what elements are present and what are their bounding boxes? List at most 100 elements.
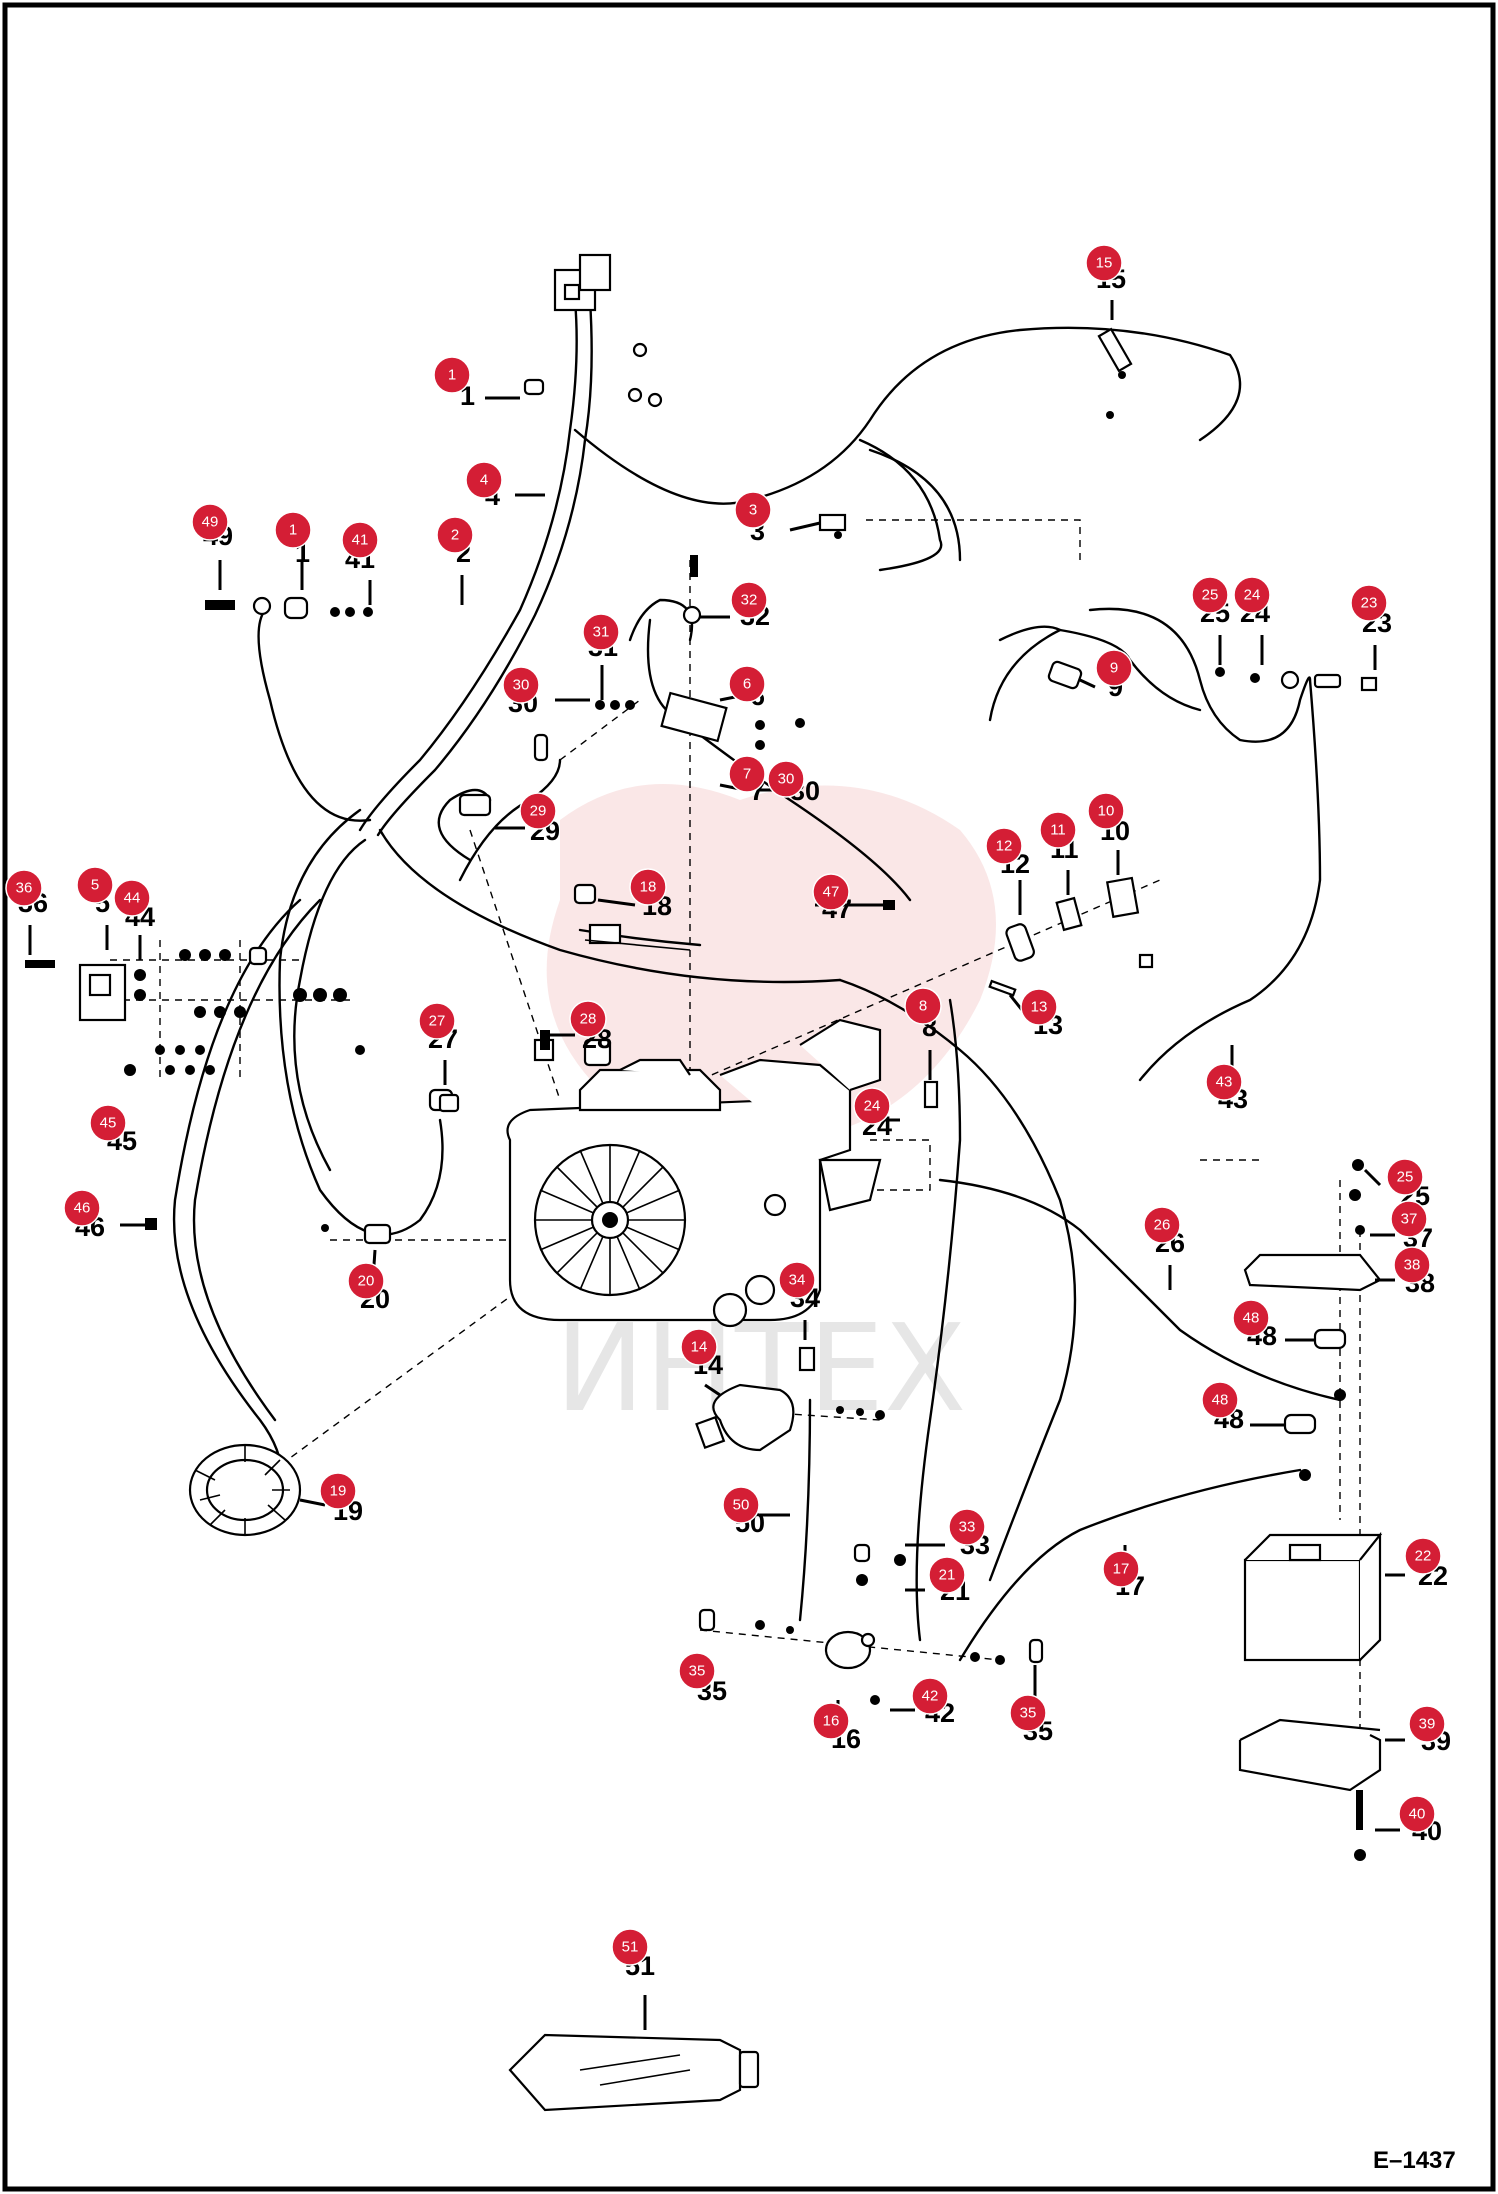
callout-badge-16[interactable]: 16 [812,1702,850,1740]
callout-badge-30[interactable]: 30 [767,760,805,798]
callout-badge-31[interactable]: 31 [582,613,620,651]
callout-badge-27[interactable]: 27 [418,1002,456,1040]
callout-badge-4[interactable]: 4 [465,461,503,499]
callout-badge-number: 24 [1244,587,1261,604]
ring-terminals [627,342,663,408]
fasteners-23-25 [1215,667,1378,692]
callout-badge-12[interactable]: 12 [985,827,1023,865]
callout-badge-35[interactable]: 35 [1009,1694,1047,1732]
callout-badge-circle [1039,811,1077,849]
callout-badge-circle [812,873,850,911]
callout-badge-2[interactable]: 2 [436,516,474,554]
callout-badge-1[interactable]: 1 [433,356,471,394]
callout-badge-6[interactable]: 6 [728,665,766,703]
callout-badge-11[interactable]: 11 [1039,811,1077,849]
callout-badge-3[interactable]: 3 [734,491,772,529]
callout-badge-22[interactable]: 22 [1404,1537,1442,1575]
callout-badge-circle [678,1652,716,1690]
callout-badge-5[interactable]: 5 [76,866,114,904]
callout-badge-29[interactable]: 29 [519,792,557,830]
callout-badge-47[interactable]: 47 [812,873,850,911]
callout-badge-20[interactable]: 20 [347,1262,385,1300]
callout-badge-number: 10 [1098,803,1115,820]
callout-badge-circle [1404,1537,1442,1575]
callout-badge-23[interactable]: 23 [1350,584,1388,622]
callout-badge-14[interactable]: 14 [680,1328,718,1366]
callout-badge-number: 26 [1154,1217,1171,1234]
callout-badge-25[interactable]: 25 [1191,576,1229,614]
callout-badge-1[interactable]: 1 [274,511,312,549]
callout-badge-number: 42 [922,1688,939,1705]
callout-badge-38[interactable]: 38 [1393,1246,1431,1284]
callout-badge-number: 15 [1096,255,1113,272]
callout-badge-44[interactable]: 44 [113,879,151,917]
callout-badge-number: 49 [202,514,219,531]
stator-19 [188,1443,302,1537]
callout-badge-circle [433,356,471,394]
callout-badge-13[interactable]: 13 [1020,988,1058,1026]
callout-badge-43[interactable]: 43 [1205,1063,1243,1101]
callout-badge-number: 9 [1110,660,1118,677]
callout-badge-40[interactable]: 40 [1398,1795,1436,1833]
callout-badge-circle [502,666,540,704]
callout-badge-number: 16 [823,1713,840,1730]
callout-badge-15[interactable]: 15 [1085,244,1123,282]
callout-badge-7[interactable]: 7 [728,755,766,793]
callout-badge-32[interactable]: 32 [730,581,768,619]
callout-badge-24[interactable]: 24 [1233,576,1271,614]
callout-badge-number: 11 [1050,822,1066,839]
grease-tube-51 [508,2033,760,2112]
callout-badge-50[interactable]: 50 [722,1486,760,1524]
callout-badge-17[interactable]: 17 [1102,1550,1140,1588]
callout-badge-33[interactable]: 33 [948,1508,986,1546]
callout-badge-circle [418,1002,456,1040]
callout-badge-number: 31 [593,624,610,641]
callout-badge-number: 35 [689,1663,706,1680]
callout-badge-41[interactable]: 41 [341,521,379,559]
callout-badge-37[interactable]: 37 [1390,1200,1428,1238]
callout-badge-25[interactable]: 25 [1386,1158,1424,1196]
callout-badge-42[interactable]: 42 [911,1677,949,1715]
callout-badge-number: 29 [530,803,547,820]
callout-badge-26[interactable]: 26 [1143,1206,1181,1244]
reference-code: E–1437 [1373,2147,1456,2174]
callout-badge-34[interactable]: 34 [778,1261,816,1299]
callout-badge-9[interactable]: 9 [1095,649,1133,687]
callout-badge-circle [63,1189,101,1227]
callout-badge-49[interactable]: 49 [191,503,229,541]
callout-badge-19[interactable]: 19 [319,1472,357,1510]
callout-badge-circle [680,1328,718,1366]
callout-badge-number: 48 [1212,1392,1229,1409]
wire-clip [523,378,545,396]
callout-badge-circle [319,1472,357,1510]
callout-badge-circle [928,1556,966,1594]
callout-badge-circle [611,1928,649,1966]
callout-badge-24[interactable]: 24 [853,1087,891,1125]
callout-badge-18[interactable]: 18 [629,868,667,906]
callout-badge-number: 8 [919,998,927,1015]
callout-badge-30[interactable]: 30 [502,666,540,704]
callout-badge-circle [730,581,768,619]
callout-badge-circle [191,503,229,541]
callout-badge-45[interactable]: 45 [89,1104,127,1142]
callout-badge-number: 22 [1415,1548,1432,1565]
callout-badge-8[interactable]: 8 [904,987,942,1025]
callout-badge-21[interactable]: 21 [928,1556,966,1594]
callout-badge-46[interactable]: 46 [63,1189,101,1227]
callout-badge-circle [1393,1246,1431,1284]
callout-badge-10[interactable]: 10 [1087,792,1125,830]
callout-badge-number: 6 [743,676,751,693]
callout-badge-circle [436,516,474,554]
callout-badge-circle [113,879,151,917]
callout-badge-28[interactable]: 28 [569,1000,607,1038]
callout-badge-48[interactable]: 48 [1201,1381,1239,1419]
callout-badge-51[interactable]: 51 [611,1928,649,1966]
callout-badge-number: 3 [749,502,757,519]
callout-badge-35[interactable]: 35 [678,1652,716,1690]
callout-badge-circle [347,1262,385,1300]
callout-badge-48[interactable]: 48 [1232,1299,1270,1337]
callout-badge-39[interactable]: 39 [1408,1705,1446,1743]
callout-badge-circle [767,760,805,798]
callout-badge-36[interactable]: 36 [5,869,43,907]
